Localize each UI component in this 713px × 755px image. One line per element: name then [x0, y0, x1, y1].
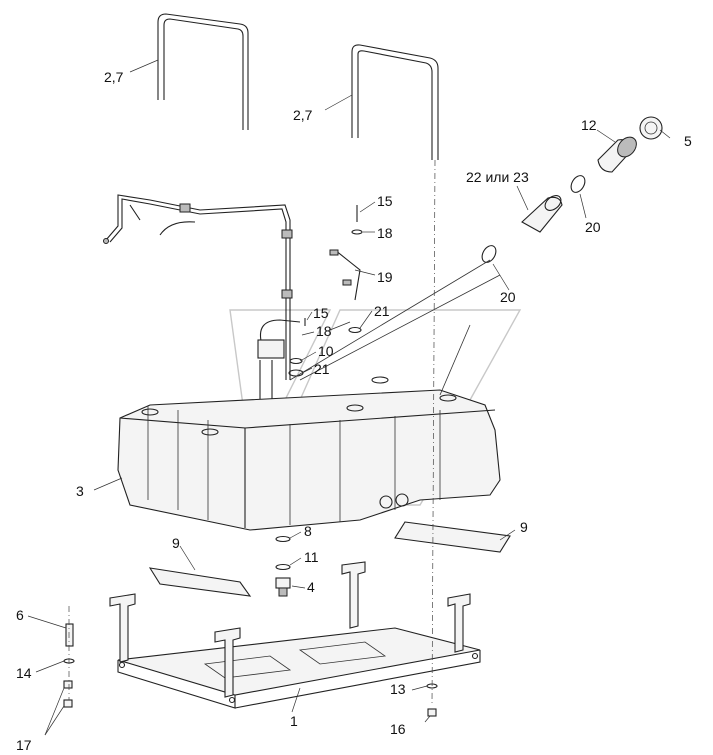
drain-plug-4: [275, 577, 291, 597]
label-19: 19: [377, 269, 393, 285]
label-3: 3: [76, 483, 84, 499]
label-10: 10: [318, 343, 334, 359]
label-16: 16: [390, 721, 406, 737]
nut-17-lower: [63, 699, 73, 708]
seal-21-upper: [348, 326, 362, 334]
label-5: 5: [684, 133, 692, 149]
u-bolt-right: [351, 44, 439, 160]
nut-16: [427, 708, 437, 717]
label-13: 13: [390, 681, 406, 697]
label-18-upper: 18: [377, 225, 393, 241]
filler-neck: [521, 195, 563, 233]
label-8: 8: [304, 523, 312, 539]
label-6: 6: [16, 607, 24, 623]
gasket-20-lower: [481, 245, 497, 263]
fuel-cap-5: [639, 116, 663, 140]
label-20-upper: 20: [585, 219, 601, 235]
gasket-20-upper: [570, 175, 586, 193]
washer-18-upper: [351, 229, 363, 235]
label-21-upper: 21: [374, 303, 390, 319]
u-bolt-left: [157, 13, 249, 130]
label-20-lower: 20: [500, 289, 516, 305]
label-21-lower: 21: [314, 361, 330, 377]
label-9-left: 9: [172, 535, 180, 551]
support-frame-1: [109, 561, 481, 709]
sensor-19: [329, 249, 361, 301]
leader-lines: [27, 59, 671, 736]
nut-17-upper: [63, 680, 73, 689]
label-11: 11: [304, 549, 319, 565]
washer-11: [275, 563, 291, 571]
label-1: 1: [290, 713, 298, 729]
label-14: 14: [16, 665, 32, 681]
filler-pipe-12: [597, 136, 637, 173]
label-18-lower: 18: [316, 323, 332, 339]
label-15-upper: 15: [377, 193, 393, 209]
label-22-or-23: 22 или 23: [466, 169, 529, 185]
rubber-pad-9-left: [148, 567, 252, 597]
label-17: 17: [16, 737, 32, 753]
label-2-7-right: 2,7: [293, 107, 313, 123]
fuel-line-harness: [103, 194, 293, 380]
label-12: 12: [581, 117, 597, 133]
label-4: 4: [307, 579, 315, 595]
rubber-pad-9-right: [394, 521, 511, 553]
fuel-tank-3: [117, 259, 501, 531]
label-2-7-left: 2,7: [104, 69, 124, 85]
fuel-level-sensor-10: [257, 319, 304, 410]
callout-labels: 2,7 2,7 12 5 22 или 23 20 20 15 18 19 15…: [16, 69, 692, 753]
stud-6: [65, 623, 74, 647]
washer-8: [275, 535, 291, 543]
label-15-lower: 15: [313, 305, 329, 321]
label-9-right: 9: [520, 519, 528, 535]
